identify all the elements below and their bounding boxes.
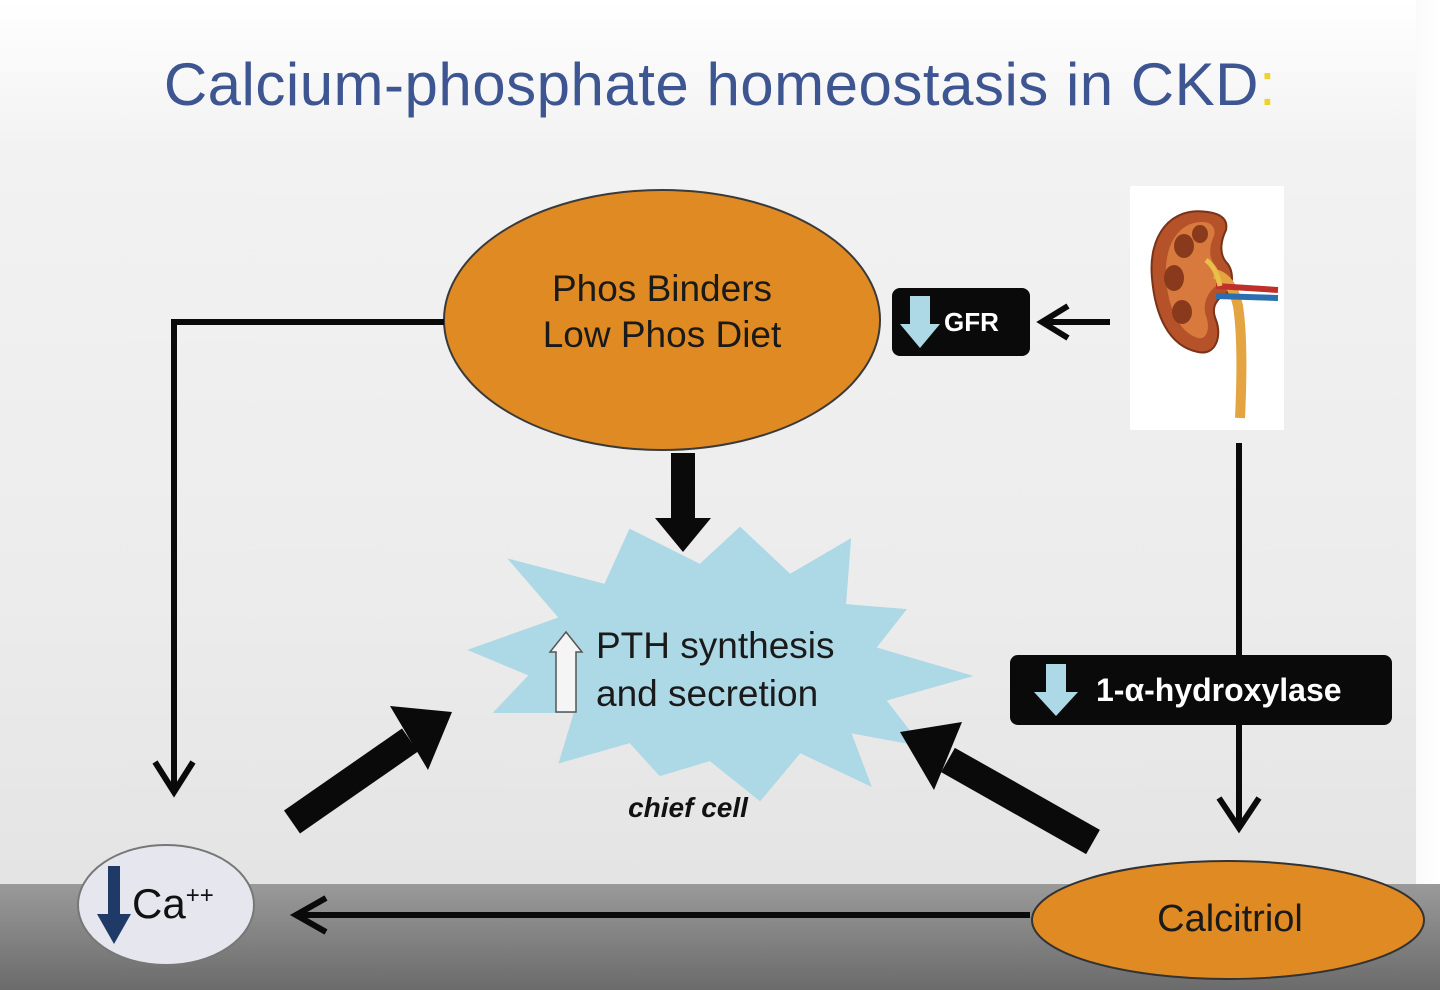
calcitriol-text: Calcitriol: [1157, 898, 1303, 940]
hydroxylase-label: 1-α-hydroxylase: [1096, 671, 1342, 708]
calcitriol-oval: [1031, 860, 1425, 980]
arrow-calcitriol-to-pth: [900, 722, 1100, 855]
slide-title: Calcium-phosphate homeostasis in CKD:: [0, 50, 1440, 119]
calcium-text: Ca++: [132, 880, 252, 928]
calcium-superscript: ++: [185, 882, 214, 909]
kidney-card: [1130, 186, 1284, 430]
pth-text: PTH synthesis and secretion: [596, 622, 896, 718]
gfr-box: GFR: [892, 288, 1030, 356]
arrow-kidney-to-calcitriol: [1216, 443, 1262, 834]
phos-binders-line2: Low Phos Diet: [542, 314, 782, 355]
arrow-phos-to-calcium: [152, 319, 444, 798]
pth-up-arrow-icon: [548, 630, 584, 713]
arrow-kidney-to-gfr: [1036, 303, 1110, 341]
calcium-label: Ca: [132, 880, 186, 927]
hydroxylase-down-arrow-icon: [1034, 664, 1078, 716]
phos-binders-text: Phos Binders Low Phos Diet: [462, 266, 862, 358]
pth-line1: PTH synthesis: [596, 625, 835, 666]
chief-cell-caption: chief cell: [628, 792, 748, 823]
arrow-calcium-to-pth: [284, 706, 452, 834]
phos-binders-line1: Phos Binders: [551, 268, 773, 309]
calcium-oval: [77, 844, 255, 966]
gfr-label: GFR: [944, 306, 999, 337]
hydroxylase-box: 1-α-hydroxylase: [1010, 655, 1392, 725]
slide-title-colon: :: [1259, 51, 1277, 118]
gfr-down-arrow-icon: [900, 296, 940, 348]
pth-starburst: [467, 526, 974, 802]
arrow-phos-to-pth: [655, 453, 711, 552]
kidney-illustration-icon: [1150, 210, 1279, 419]
slide-edge: [1416, 0, 1440, 884]
calcium-down-arrow-icon: [97, 866, 131, 944]
slide-title-text: Calcium-phosphate homeostasis in CKD: [163, 51, 1259, 118]
pth-line2: and secretion: [596, 673, 819, 714]
arrow-calcitriol-to-calcium: [289, 895, 1030, 935]
